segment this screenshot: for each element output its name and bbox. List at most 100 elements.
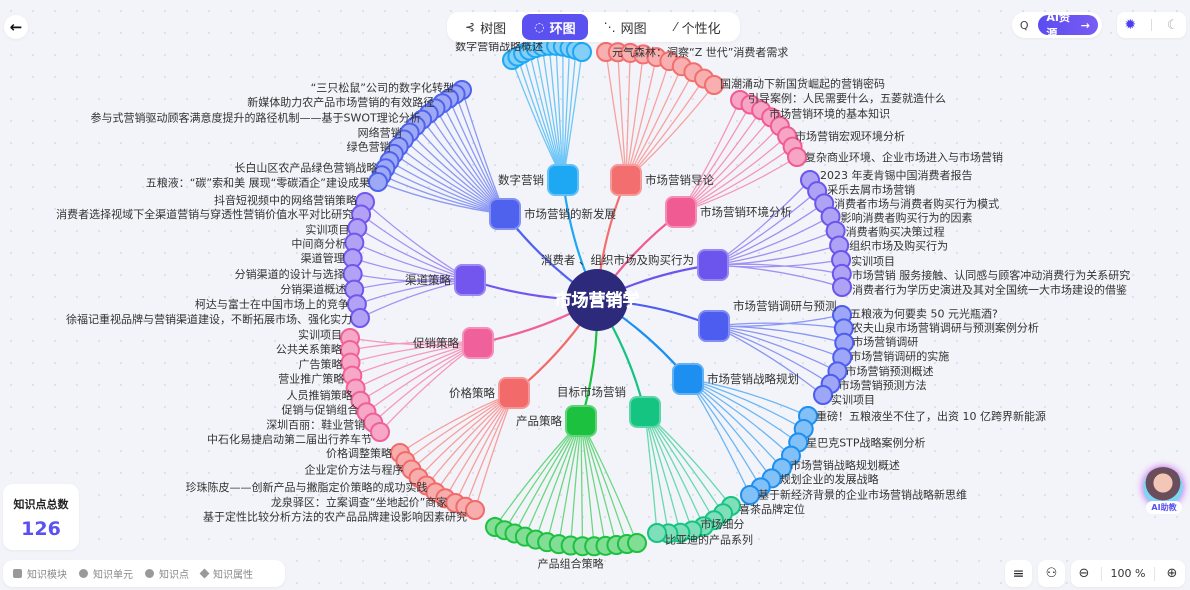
leaf-label[interactable]: 引导案例：人民需要什么，五菱就造什么 (748, 91, 946, 105)
tab-ring[interactable]: ◌环图 (522, 14, 588, 40)
moon-icon[interactable]: ☾ (1166, 17, 1179, 33)
leaf-label[interactable]: 消费者市场与消费者购买行为模式 (834, 197, 999, 211)
leaf-label[interactable]: 市场营销 服务接触、认同感与顾客冲动消费行为关系研究 (852, 268, 1131, 282)
leaf-label[interactable]: 基于定性比较分析方法的农产品品牌建设影响因素研究 (203, 510, 467, 524)
leaf-label[interactable]: 人员推销策略 (286, 388, 352, 402)
branch-label[interactable]: 价格策略 (449, 386, 495, 400)
leaf-label[interactable]: 采乐去屑市场营销 (827, 182, 915, 196)
leaf-label[interactable]: 影响消费者购买行为的因素 (841, 211, 973, 225)
leaf-node[interactable] (627, 533, 647, 553)
leaf-label[interactable]: 促销与促销组合 (281, 402, 358, 416)
leaf-label[interactable]: 柯达与富士在中国市场上的竞争 (195, 297, 349, 311)
branch-label[interactable]: 消费者 、组织市场及购买行为 (541, 253, 694, 267)
leaf-label[interactable]: 农夫山泉市场营销调研与预测案例分析 (852, 320, 1039, 334)
leaf-label[interactable]: 2023 年麦肯锡中国消费者报告 (820, 168, 973, 182)
ai-assistant-button[interactable]: AI助教 (1143, 467, 1185, 517)
branch-label[interactable]: 渠道策略 (405, 273, 451, 287)
root-node[interactable] (566, 269, 628, 331)
filter-button[interactable]: ≡ (1005, 560, 1032, 587)
leaf-node[interactable] (813, 385, 833, 405)
branch-label[interactable]: 市场营销调研与预测 (733, 299, 837, 313)
leaf-label[interactable]: 徐福记重视品牌与营销渠道建设，不断拓展市场、强化实力 (66, 312, 352, 326)
branch-label[interactable]: 目标市场营销 (557, 385, 626, 399)
branch-node[interactable] (610, 164, 642, 196)
leaf-label[interactable]: 规划企业的发展战略 (780, 472, 879, 486)
leaf-label[interactable]: 中石化易捷启动第二届出行养车节 (207, 432, 372, 446)
leaf-label[interactable]: 公共关系策略 (276, 342, 342, 356)
leaf-label[interactable]: 市场营销预测方法 (839, 378, 927, 392)
leaf-label[interactable]: 网络营销 (358, 126, 402, 140)
leaf-label[interactable]: 市场营销战略规划概述 (790, 458, 900, 472)
leaf-label[interactable]: 新媒体助力农产品市场营销的有效路径 (247, 95, 434, 109)
leaf-label[interactable]: 实训项目 (305, 222, 349, 236)
leaf-node[interactable] (787, 147, 807, 167)
zoom-out-button[interactable]: ⊖ (1078, 566, 1090, 581)
branch-label[interactable]: 数字营销 (498, 173, 544, 187)
branch-node[interactable] (698, 310, 730, 342)
leaf-node[interactable] (740, 485, 760, 505)
leaf-label[interactable]: 重磅！五粮液坐不住了，出资 10 亿跨界新能源 (816, 409, 1046, 423)
leaf-label[interactable]: 深圳百丽：鞋业营销 (266, 418, 365, 432)
leaf-label[interactable]: 价格调整策略 (326, 446, 392, 460)
leaf-label[interactable]: 渠道管理 (301, 251, 345, 265)
tab-personalize[interactable]: ⁄个性化 (663, 14, 733, 40)
leaf-node[interactable] (368, 172, 388, 192)
tab-network[interactable]: ⋱网图 (592, 14, 659, 40)
branch-label[interactable]: 市场营销环境分析 (700, 205, 792, 219)
branch-label[interactable]: 促销策略 (413, 336, 459, 350)
branch-node[interactable] (454, 264, 486, 296)
leaf-label[interactable]: 组织市场及购买行为 (849, 239, 948, 253)
leaf-node[interactable] (647, 523, 667, 543)
branch-node[interactable] (697, 249, 729, 281)
leaf-label[interactable]: 元气森林：洞察“Z 世代”消费者需求 (612, 45, 788, 59)
leaf-label[interactable]: 参与式营销驱动顾客满意度提升的路径机制——基于SWOT理论分析 (91, 110, 421, 124)
leaf-label[interactable]: 复杂商业环境、企业市场进入与市场营销 (805, 150, 1003, 164)
branch-node[interactable] (565, 405, 597, 437)
ai-resource-button[interactable]: AI资源→ (1038, 11, 1098, 40)
leaf-label[interactable]: 国潮涌动下新国货崛起的营销密码 (720, 77, 885, 91)
leaf-label[interactable]: 比亚迪的产品系列 (665, 532, 753, 546)
branch-label[interactable]: 市场营销导论 (645, 173, 714, 187)
leaf-label[interactable]: 分销渠道的设计与选择 (235, 267, 345, 281)
leaf-label[interactable]: 消费者购买决策过程 (846, 225, 945, 239)
leaf-label[interactable]: 消费者行为学历史演进及其对全国统一大市场建设的借鉴 (852, 282, 1127, 296)
branch-node[interactable] (665, 196, 697, 228)
leaf-node[interactable] (350, 308, 370, 328)
leaf-label[interactable]: 市场营销调研的实施 (850, 349, 949, 363)
zoom-in-button[interactable]: ⊕ (1166, 566, 1178, 581)
branch-node[interactable] (672, 363, 704, 395)
leaf-label[interactable]: 抖音短视频中的网络营销策略 (214, 193, 357, 207)
leaf-label[interactable]: 五粮液：“碳”索和美 展现“零碳酒企”建设成果 (146, 176, 370, 190)
search-icon[interactable]: Q (1019, 18, 1029, 32)
leaf-node[interactable] (465, 500, 485, 520)
leaf-label[interactable]: 市场营销环境的基本知识 (769, 106, 890, 120)
leaf-label[interactable]: 营业推广策略 (278, 372, 344, 386)
back-button[interactable]: ← (4, 15, 28, 39)
branch-node[interactable] (462, 327, 494, 359)
leaf-node[interactable] (572, 42, 592, 62)
leaf-label[interactable]: 市场营销宏观环境分析 (795, 129, 905, 143)
tab-tree[interactable]: ⊰树图 (453, 14, 518, 40)
leaf-node[interactable] (704, 75, 724, 95)
layout-button[interactable]: ⚇ (1038, 560, 1065, 587)
leaf-label[interactable]: 市场营销调研 (852, 335, 918, 349)
leaf-label[interactable]: 数字营销战略概述 (455, 39, 543, 53)
leaf-label[interactable]: 市场营销预测概述 (845, 364, 933, 378)
leaf-label[interactable]: 消费者选择视域下全渠道营销与穿透性营销价值水平对比研究 (56, 207, 353, 221)
leaf-label[interactable]: 广告策略 (299, 357, 343, 371)
leaf-label[interactable]: 珍珠陈皮——创新产品与撇脂定价策略的成功实践 (186, 480, 428, 494)
leaf-label[interactable]: 绿色营销 (347, 140, 391, 154)
leaf-node[interactable] (832, 277, 852, 297)
leaf-label[interactable]: 市场细分 (700, 517, 744, 531)
branch-node[interactable] (629, 396, 661, 428)
leaf-label[interactable]: 长白山区农产品绿色营销战略 (234, 161, 377, 175)
leaf-label[interactable]: 实训项目 (298, 328, 342, 342)
branch-label[interactable]: 市场营销战略规划 (707, 372, 799, 386)
leaf-label[interactable]: 龙泉驿区：立案调查“坐地起价”商家 (271, 495, 447, 509)
leaf-label[interactable]: 星巴克STP战略案例分析 (806, 435, 925, 449)
leaf-label[interactable]: 实训项目 (851, 254, 895, 268)
branch-label[interactable]: 产品策略 (516, 414, 562, 428)
sun-icon[interactable]: ✹ (1124, 17, 1137, 33)
leaf-label[interactable]: 中间商分析 (291, 237, 346, 251)
